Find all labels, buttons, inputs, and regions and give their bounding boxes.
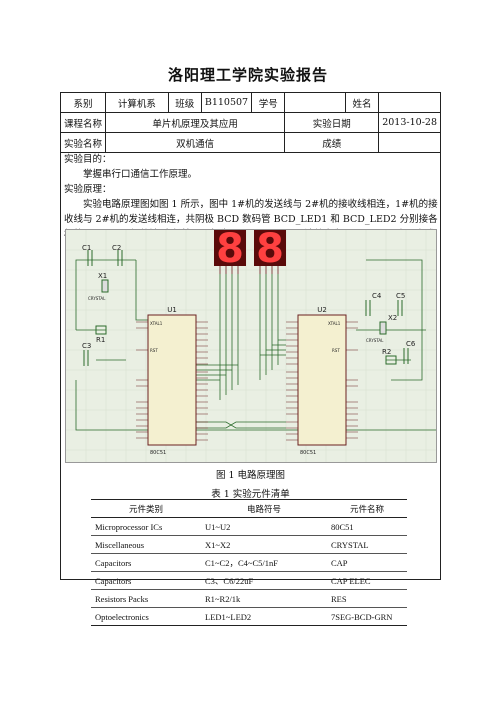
parts-cell: R1~R2/1k [201,589,327,608]
parts-cell: 7SEG-BCD-GRN [327,607,407,626]
x1-crystal: CRYSTAL [88,296,106,301]
x2-label: X2 [388,314,397,322]
course-label: 课程名称 [59,112,107,133]
parts-cell: C3、C6/22uF [201,571,327,590]
parts-cell: Optoelectronics [91,607,201,626]
table-caption: 表 1 实验元件清单 [211,489,290,500]
parts-cell: 80C51 [327,517,407,536]
table-row: Microprocessor ICs U1~U2 80C51 [91,517,407,536]
u2-part: 80C51 [300,450,316,456]
r2-label: R2 [382,348,391,356]
parts-cell: RES [327,589,407,608]
u1-part: 80C51 [150,450,166,456]
led-display-1: 8 [214,222,246,272]
x1-label: X1 [98,272,107,280]
u1-label: U1 [167,306,177,314]
report-body-box: 实验目的： 掌握串行口通信工作原理。 实验原理： 实验电路原理图如图 1 所示，… [60,149,441,626]
c6-label: C6 [406,340,416,348]
parts-table: 元件类别 电路符号 元件名称 Microprocessor ICs U1~U2 … [91,499,407,626]
u2-rst: RST [332,348,340,353]
score-value [378,132,441,153]
parts-header-row: 元件类别 电路符号 元件名称 [91,499,407,518]
parts-cell: CAP [327,553,407,572]
c1-label: C1 [82,244,91,252]
parts-cell: U1~U2 [201,517,327,536]
c2-label: C2 [112,244,121,252]
r1-label: R1 [96,336,105,344]
course-value: 单片机原理及其应用 [105,112,286,133]
exp-value: 双机通信 [105,132,286,153]
led-digit-1: 8 [216,230,244,272]
led-digit-2: 8 [256,230,284,272]
class-value: B110507 [200,92,253,113]
table-row: Optoelectronics LED1~LED2 7SEG-BCD-GRN [91,607,407,626]
table-row: Capacitors C3、C6/22uF CAP ELEC [91,571,407,590]
circuit-diagram: 8 8 [65,222,437,463]
parts-header-cell: 元件名称 [327,499,407,518]
circuit-svg: 8 8 [66,222,436,462]
x2-crystal: CRYSTAL [366,338,384,343]
report-header-table: 系别 计算机系 班级 B110507 学号 姓名 课程名称 单片机原理及其应用 … [59,92,441,153]
header-row-1: 系别 计算机系 班级 B110507 学号 姓名 [59,92,441,113]
parts-cell: LED1~LED2 [201,607,327,626]
led-display-2: 8 [254,222,286,272]
parts-header-cell: 元件类别 [91,499,201,518]
class-label: 班级 [167,92,202,113]
parts-cell: X1~X2 [201,535,327,554]
c5-label: C5 [396,292,405,300]
parts-cell: CRYSTAL [327,535,407,554]
date-value: 2013-10-28 [378,112,441,133]
dept-label: 系别 [59,92,107,113]
report-title: 洛阳理工学院实验报告 [167,66,328,84]
chip-u2: U2 XTAL1 RST 80C51 [286,306,358,456]
parts-cell: Resistors Packs [91,589,201,608]
header-row-2: 课程名称 单片机原理及其应用 实验日期 2013-10-28 [59,112,441,133]
table-row: Capacitors C1~C2，C4~C5/1nF CAP [91,553,407,572]
chip-u1: U1 XTAL1 RST 80C51 [136,306,208,456]
name-label: 姓名 [344,92,380,113]
dept-value: 计算机系 [105,92,169,113]
purpose-text: 掌握串行口通信工作原理。 [83,169,198,180]
parts-header-cell: 电路符号 [201,499,327,518]
parts-cell: CAP ELEC [327,571,407,590]
principle-heading: 实验原理： [64,184,112,195]
u1-rst: RST [150,348,158,353]
table-row: Resistors Packs R1~R2/1k RES [91,589,407,608]
table-row: Miscellaneous X1~X2 CRYSTAL [91,535,407,554]
u1-xtal1: XTAL1 [150,321,163,326]
id-label: 学号 [251,92,286,113]
u2-label: U2 [317,306,327,314]
exp-label: 实验名称 [59,132,107,153]
c3-label: C3 [82,342,91,350]
parts-cell: Capacitors [91,571,201,590]
score-label: 成绩 [284,132,380,153]
parts-cell: Capacitors [91,553,201,572]
header-row-3: 实验名称 双机通信 成绩 [59,132,441,153]
name-value [378,92,441,113]
id-value [284,92,346,113]
parts-cell: Miscellaneous [91,535,201,554]
parts-cell: Microprocessor ICs [91,517,201,536]
c4-label: C4 [372,292,382,300]
date-label: 实验日期 [284,112,380,133]
parts-cell: C1~C2，C4~C5/1nF [201,553,327,572]
purpose-heading: 实验目的： [64,154,112,165]
figure-caption: 图 1 电路原理图 [215,470,286,481]
u2-xtal1: XTAL1 [328,321,341,326]
